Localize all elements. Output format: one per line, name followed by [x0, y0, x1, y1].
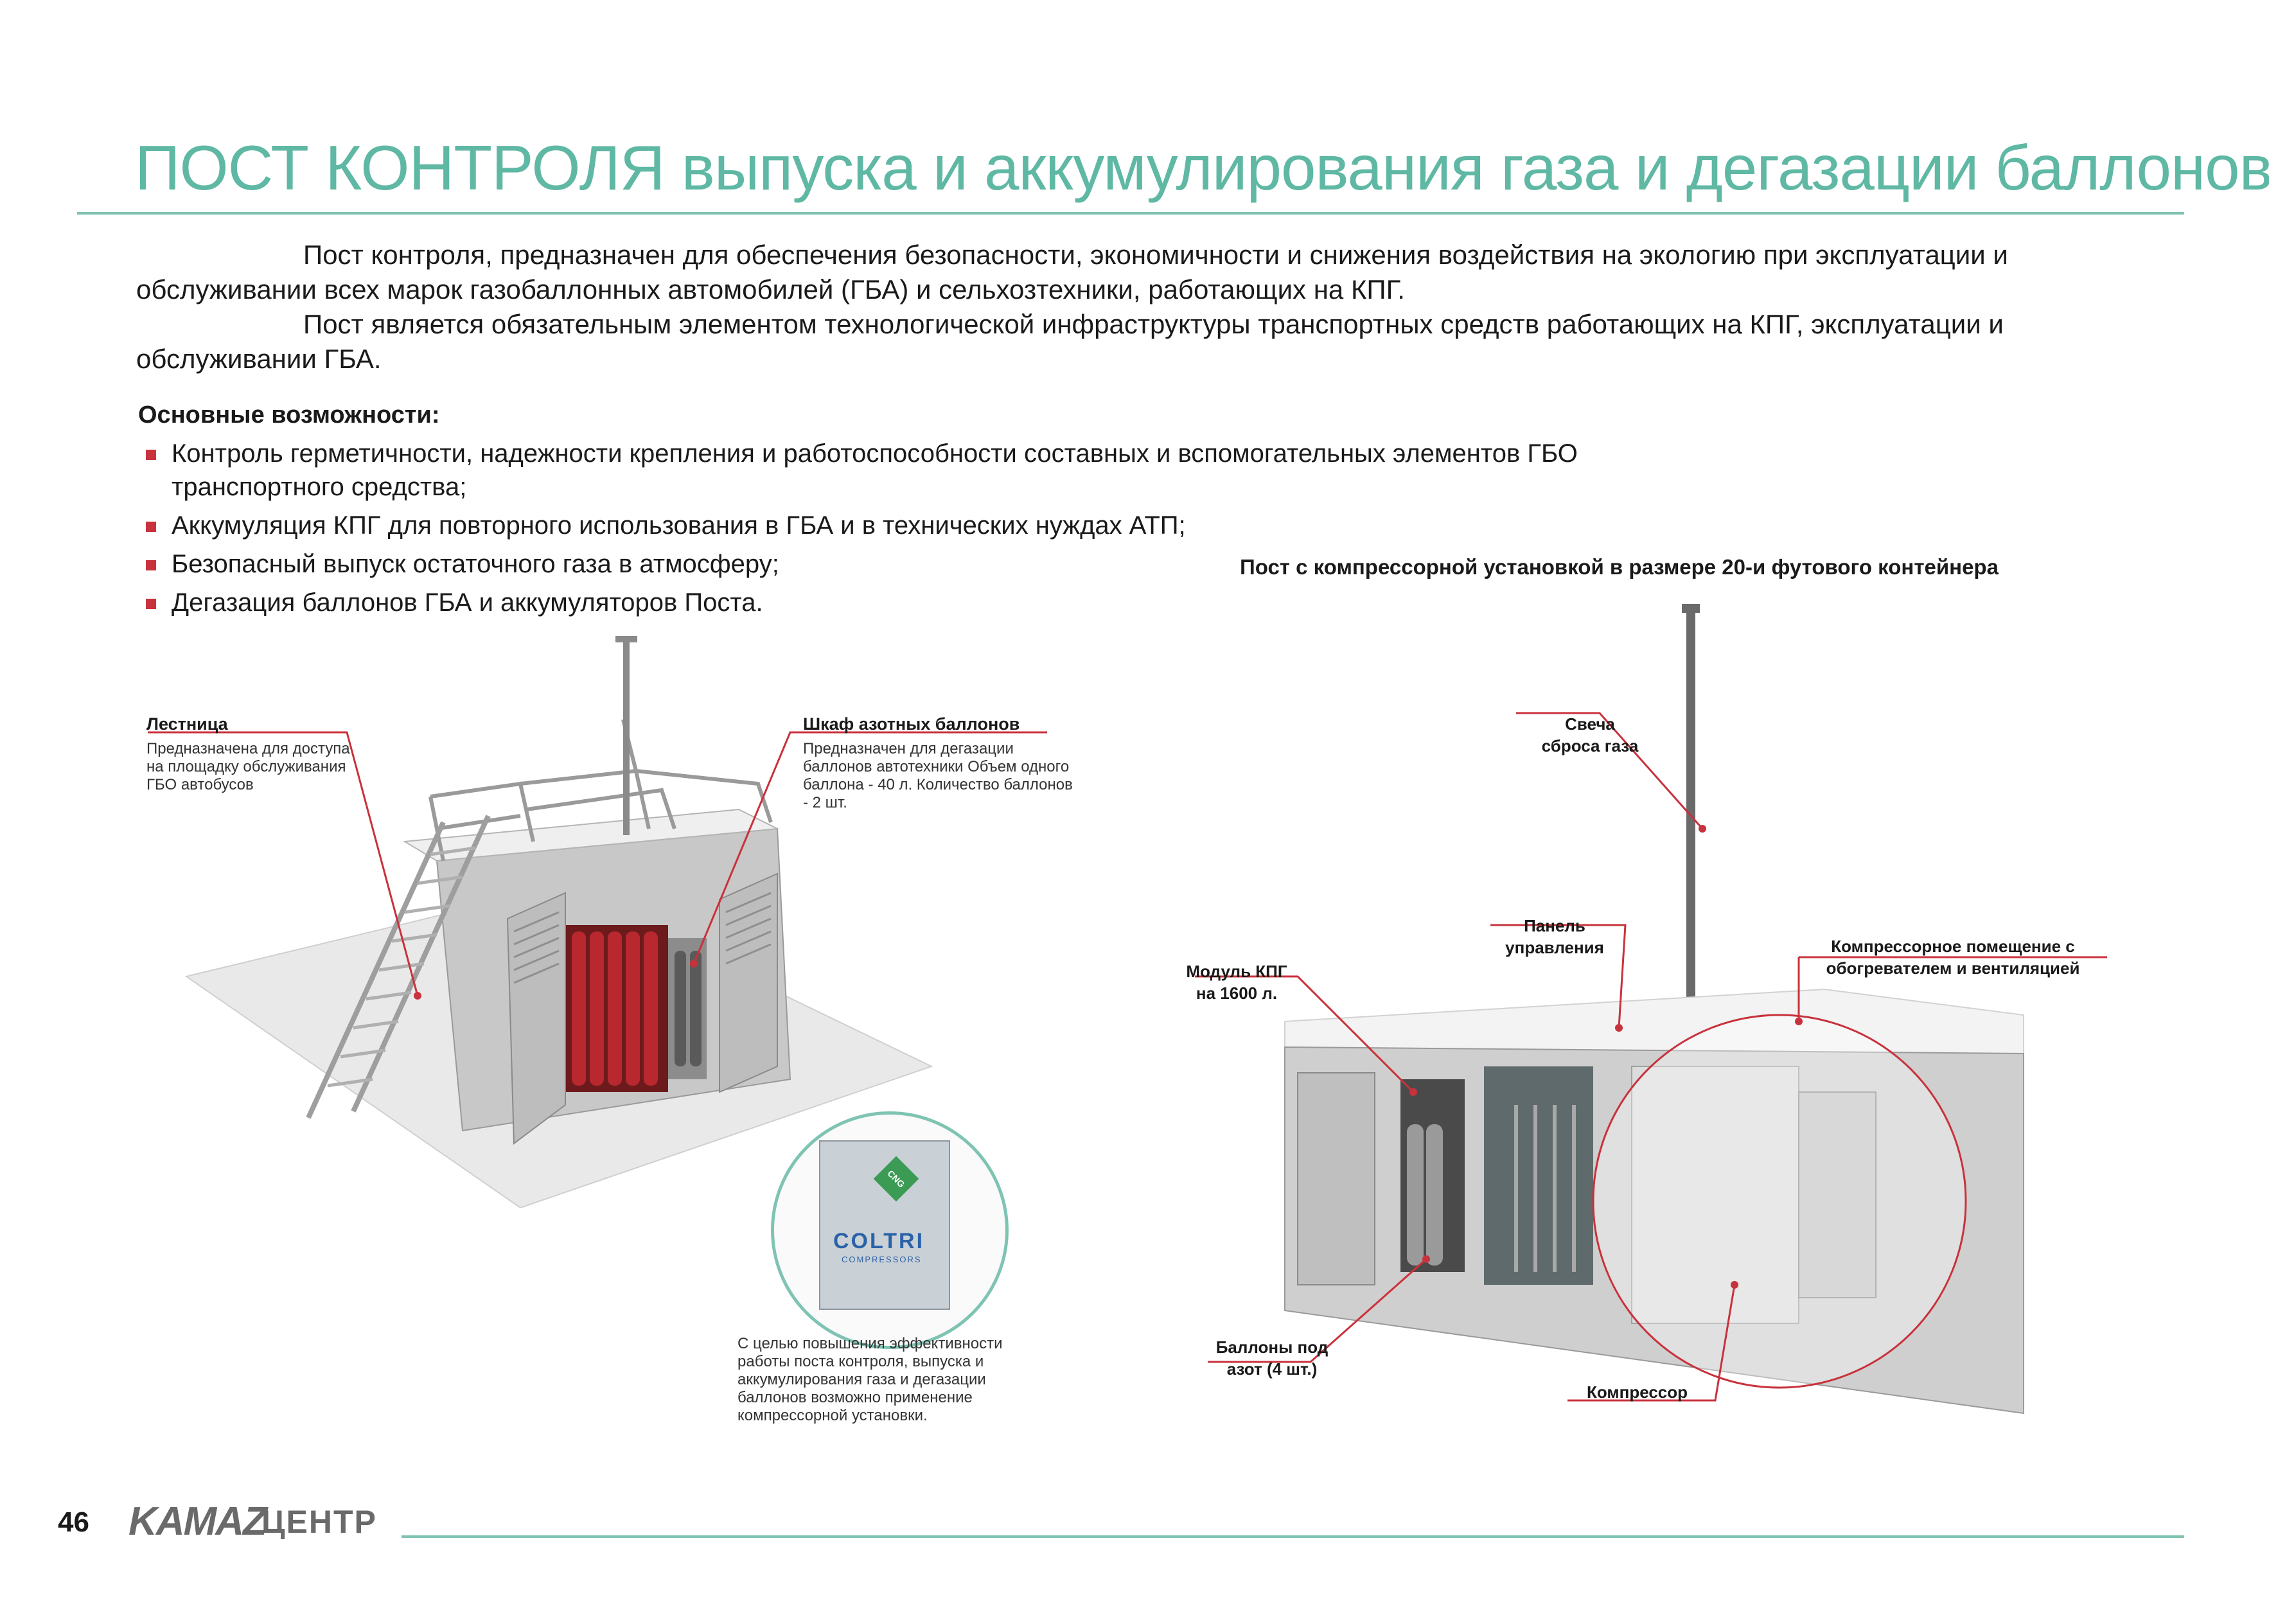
compressor-inset: CNG COLTRI COMPRESSORS	[771, 1111, 1009, 1349]
feature-item: Аккумуляция КПГ для повторного использов…	[138, 509, 1551, 542]
cabinet-title: Шкаф азотных баллонов	[803, 714, 1020, 734]
ladder-description: Предназначена для доступа на площадку об…	[146, 740, 350, 793]
right-diagram-caption: Пост с компрессорной установкой в размер…	[1240, 555, 1999, 579]
feature-item: Дегазация баллонов ГБА и аккумуляторов П…	[138, 586, 1551, 619]
title-divider	[77, 212, 2184, 215]
right-callout-lines	[1195, 712, 2107, 1402]
callout-candle: Свеча сброса газа	[1541, 714, 1639, 755]
callout-module: Модуль КПГ на 1600 л.	[1186, 962, 1287, 1003]
callout-bottles: Баллоны под азот (4 шт.)	[1215, 1337, 1329, 1379]
intro-text: Пост контроля, предназначен для обеспече…	[136, 238, 2063, 376]
left-callout-lines	[148, 731, 1047, 1000]
brand-logo: KAMAZ	[128, 1499, 267, 1544]
page-title: ПОСТ КОНТРОЛЯ выпуска и аккумулирования …	[135, 132, 2269, 203]
compressor-container-illustration	[1284, 604, 2024, 1415]
feature-item: Контроль герметичности, надежности крепл…	[138, 437, 1585, 504]
feature-item: Безопасный выпуск остаточного газа в атм…	[138, 547, 1551, 581]
page-number: 46	[58, 1506, 89, 1538]
ladder-title: Лестница	[146, 714, 228, 734]
intro-paragraph-1: Пост контроля, предназначен для обеспече…	[136, 240, 2008, 304]
compressor-brand: COLTRI	[833, 1229, 925, 1253]
callout-panel: Панель управления	[1505, 916, 1604, 957]
compressor-brand-sub: COMPRESSORS	[842, 1255, 922, 1264]
brand-suffix: ЦЕНТР	[261, 1504, 377, 1540]
callout-compressor-room: Компрессорное помещение с обогревателем …	[1826, 937, 2080, 978]
control-post-illustration	[184, 636, 933, 1208]
features-heading: Основные возможности:	[138, 402, 440, 428]
intro-paragraph-2: Пост является обязательным элементом тех…	[136, 309, 2004, 374]
compressor-note: С целью повышения эффективности работы п…	[737, 1335, 1003, 1424]
callout-compressor: Компрессор	[1587, 1382, 1688, 1402]
footer-divider	[402, 1535, 2184, 1538]
features-list: Контроль герметичности, надежности крепл…	[138, 437, 1578, 624]
cabinet-description: Предназначен для дегазации баллонов авто…	[803, 740, 1073, 811]
